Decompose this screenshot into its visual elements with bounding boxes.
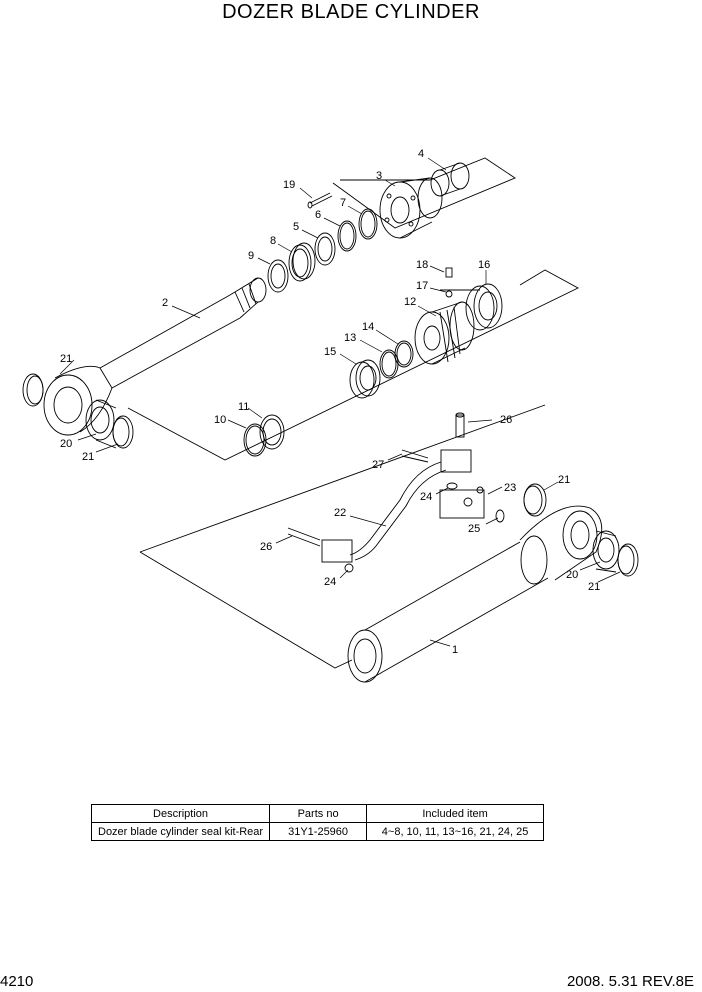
callout-2: 2: [162, 297, 168, 309]
callout-1: 1: [452, 644, 458, 656]
part-4-bushing: [430, 162, 470, 197]
part-21-ring-left-lower: [112, 415, 134, 449]
callout-4: 4: [418, 148, 424, 160]
callout-24-upper: 24: [420, 491, 432, 503]
part-21-ring-left-upper: [22, 373, 44, 407]
callout-10: 10: [214, 414, 226, 426]
callout-26-upper: 26: [500, 414, 512, 426]
part-21-ring-right-lower: [617, 543, 639, 577]
part-10-o-ring: [243, 423, 267, 457]
part-6-backup-ring: [337, 220, 357, 252]
callout-13: 13: [344, 332, 356, 344]
callout-3: 3: [376, 170, 382, 182]
cell-parts-no: 31Y1-25960: [269, 822, 368, 841]
assembly-frame-middle: [127, 269, 579, 461]
callout-6: 6: [315, 209, 321, 221]
callout-21-right-upper: 21: [558, 474, 570, 486]
part-16-wear-ring: [465, 283, 503, 331]
callout-27: 27: [372, 459, 384, 471]
column-header-included-item: Included item: [366, 804, 545, 823]
callout-7: 7: [340, 197, 346, 209]
part-18-set-screw: [445, 267, 453, 278]
assembly-frame-lower: [139, 404, 546, 669]
callout-25: 25: [468, 523, 480, 535]
revision-date: 2008. 5.31 REV.8E: [566, 973, 694, 990]
callout-5: 5: [293, 221, 299, 233]
part-3-rod-cover: [379, 177, 443, 239]
column-header-description: Description: [90, 804, 271, 823]
part-23-block: [439, 486, 485, 519]
part-1-cylinder-tube: [347, 505, 603, 683]
callout-20-right: 20: [566, 569, 578, 581]
callout-21-left-lower: 21: [82, 451, 94, 463]
page-number: 4210: [0, 973, 34, 990]
callout-21-right-lower: 21: [588, 581, 600, 593]
callout-24-lower: 24: [324, 576, 336, 588]
callout-19: 19: [283, 179, 295, 191]
part-8-rod-seal: [288, 242, 316, 282]
table-row: Dozer blade cylinder seal kit-Rear 31Y1-…: [90, 822, 545, 841]
part-17-steel-ball: [445, 290, 453, 298]
callout-18: 18: [416, 259, 428, 271]
part-13-backup-ring: [379, 349, 399, 379]
part-5-buffer-ring: [314, 232, 336, 266]
callout-11: 11: [238, 401, 249, 413]
part-15-piston-seal: [349, 359, 381, 399]
part-26-bolt-upper: [455, 412, 465, 438]
part-9-dust-wiper: [267, 259, 289, 293]
part-7-o-ring: [358, 208, 378, 240]
page-title: DOZER BLADE CYLINDER: [222, 1, 480, 23]
seal-kit-table: Description Parts no Included item Dozer…: [90, 804, 545, 841]
part-19-bolt: [307, 192, 333, 209]
callout-15: 15: [324, 346, 336, 358]
callout-17: 17: [416, 280, 428, 292]
callout-23: 23: [504, 482, 516, 494]
part-24-o-ring-upper: [446, 482, 458, 490]
callout-20-left: 20: [60, 438, 72, 450]
table-header-row: Description Parts no Included item: [90, 804, 545, 823]
callout-labels: 4 3 19 7 6 5 8 9 18 16 17 2 12 14 13 15 …: [60, 148, 600, 656]
part-22-pipe: [321, 449, 472, 573]
callout-22: 22: [334, 507, 346, 519]
callout-21-left-upper: 21: [60, 353, 72, 365]
callout-26-lower: 26: [260, 541, 272, 553]
callout-14: 14: [362, 321, 374, 333]
part-2-piston-rod: [43, 277, 267, 436]
exploded-parts-diagram: 4 3 19 7 6 5 8 9 18 16 17 2 12 14 13 15 …: [22, 148, 639, 683]
part-20-bushing-left: [85, 399, 117, 449]
part-27-bolt: [401, 449, 429, 463]
cell-description: Dozer blade cylinder seal kit-Rear: [90, 822, 271, 841]
callout-16: 16: [478, 259, 490, 271]
cell-included-item: 4~8, 10, 11, 13~16, 21, 24, 25: [366, 822, 545, 841]
leader-lines: [59, 157, 621, 647]
callout-9: 9: [248, 250, 254, 262]
part-21-ring-right-upper: [523, 483, 547, 517]
part-12-piston: [414, 301, 475, 365]
callout-12: 12: [404, 296, 416, 308]
part-20-bushing-right: [592, 530, 620, 573]
column-header-parts-no: Parts no: [269, 804, 368, 823]
part-25-o-ring: [495, 509, 505, 523]
part-26-bolt-lower: [287, 527, 321, 547]
callout-8: 8: [270, 235, 276, 247]
part-11-backup-ring: [259, 414, 285, 450]
